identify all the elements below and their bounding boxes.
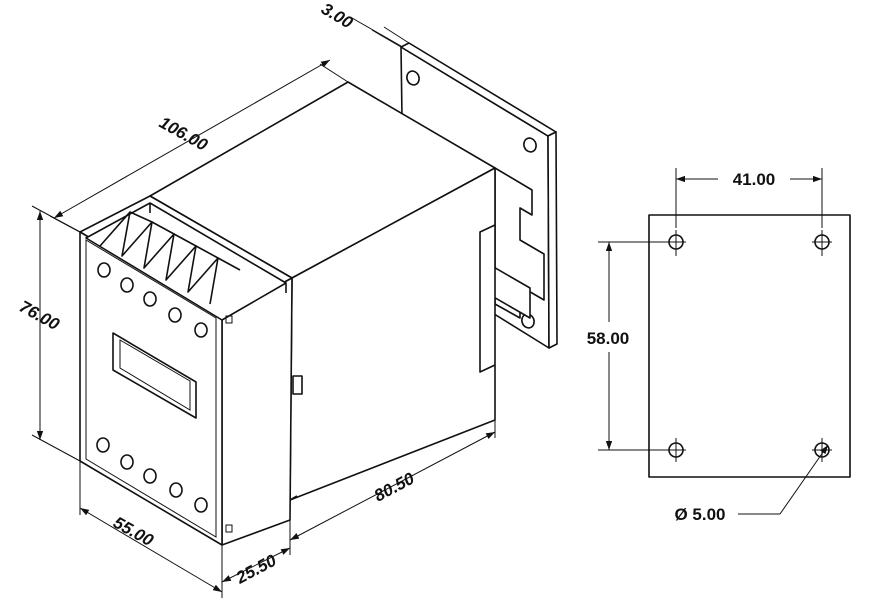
dim-width-label: 55.00	[110, 513, 157, 551]
dim-offset-label: 25.50	[232, 551, 280, 588]
dimension-height: 76.00	[16, 205, 81, 462]
display-window	[112, 332, 197, 419]
screw-terminals-top	[97, 262, 208, 338]
dimension-hole-spacing-y: 58.00	[587, 241, 666, 451]
dim-diameter-label: Ø 5.00	[674, 505, 725, 524]
dim-length-label: 106.00	[156, 113, 211, 155]
hole-top-left	[666, 230, 686, 256]
side-latch	[292, 375, 303, 395]
hole-bottom-left	[666, 438, 686, 462]
mounting-plate-outline	[648, 214, 851, 478]
hole-bottom-right	[812, 438, 832, 462]
hole-top-right	[812, 230, 832, 256]
indicator-bottom	[225, 524, 233, 533]
isometric-view: 106.00 3.00 76.00 55.00 25.50	[16, 0, 558, 598]
dim-spacing-y-label: 58.00	[587, 329, 630, 348]
dimension-hole-spacing-x: 41.00	[675, 168, 823, 228]
dimension-hole-diameter: Ø 5.00	[674, 444, 829, 524]
dim-spacing-x-label: 41.00	[733, 170, 776, 189]
dim-depth-label: 80.50	[371, 469, 418, 506]
dim-thickness-label: 3.00	[318, 0, 357, 33]
dimension-plate-thickness: 3.00	[318, 0, 410, 48]
indicator-top	[225, 315, 233, 324]
front-module	[79, 195, 293, 546]
hole-pattern-view: 41.00 58.00 Ø 5.00	[587, 168, 851, 524]
